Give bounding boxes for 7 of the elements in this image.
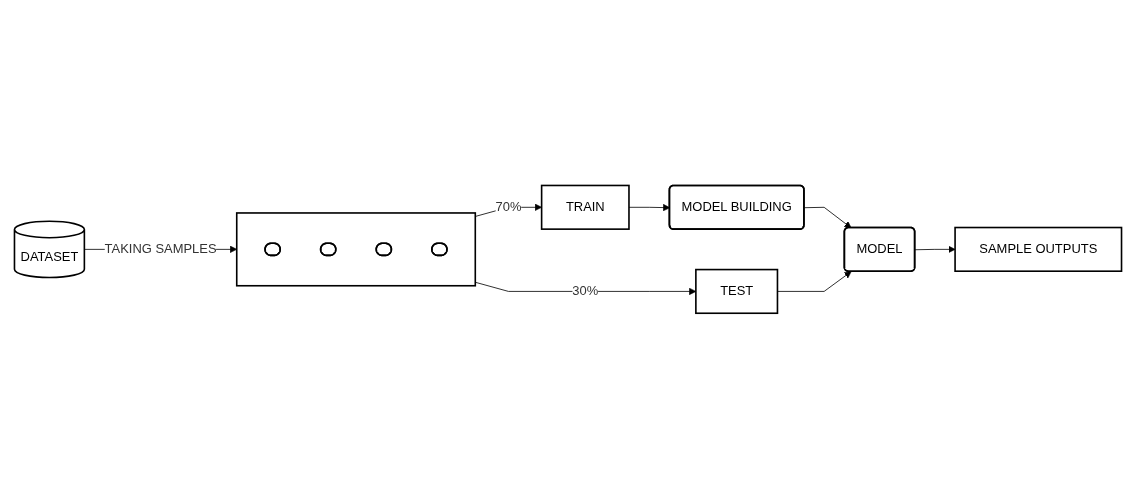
edge-label: 70% — [495, 199, 522, 214]
node-box: SAMPLE OUTPUTS — [954, 226, 1123, 272]
cluster — [235, 211, 477, 287]
node-box: TEST — [695, 268, 779, 314]
node-box: TRAIN — [540, 184, 630, 230]
edge-label: TAKING SAMPLES — [104, 241, 217, 256]
edge-label: 30% — [572, 283, 599, 298]
